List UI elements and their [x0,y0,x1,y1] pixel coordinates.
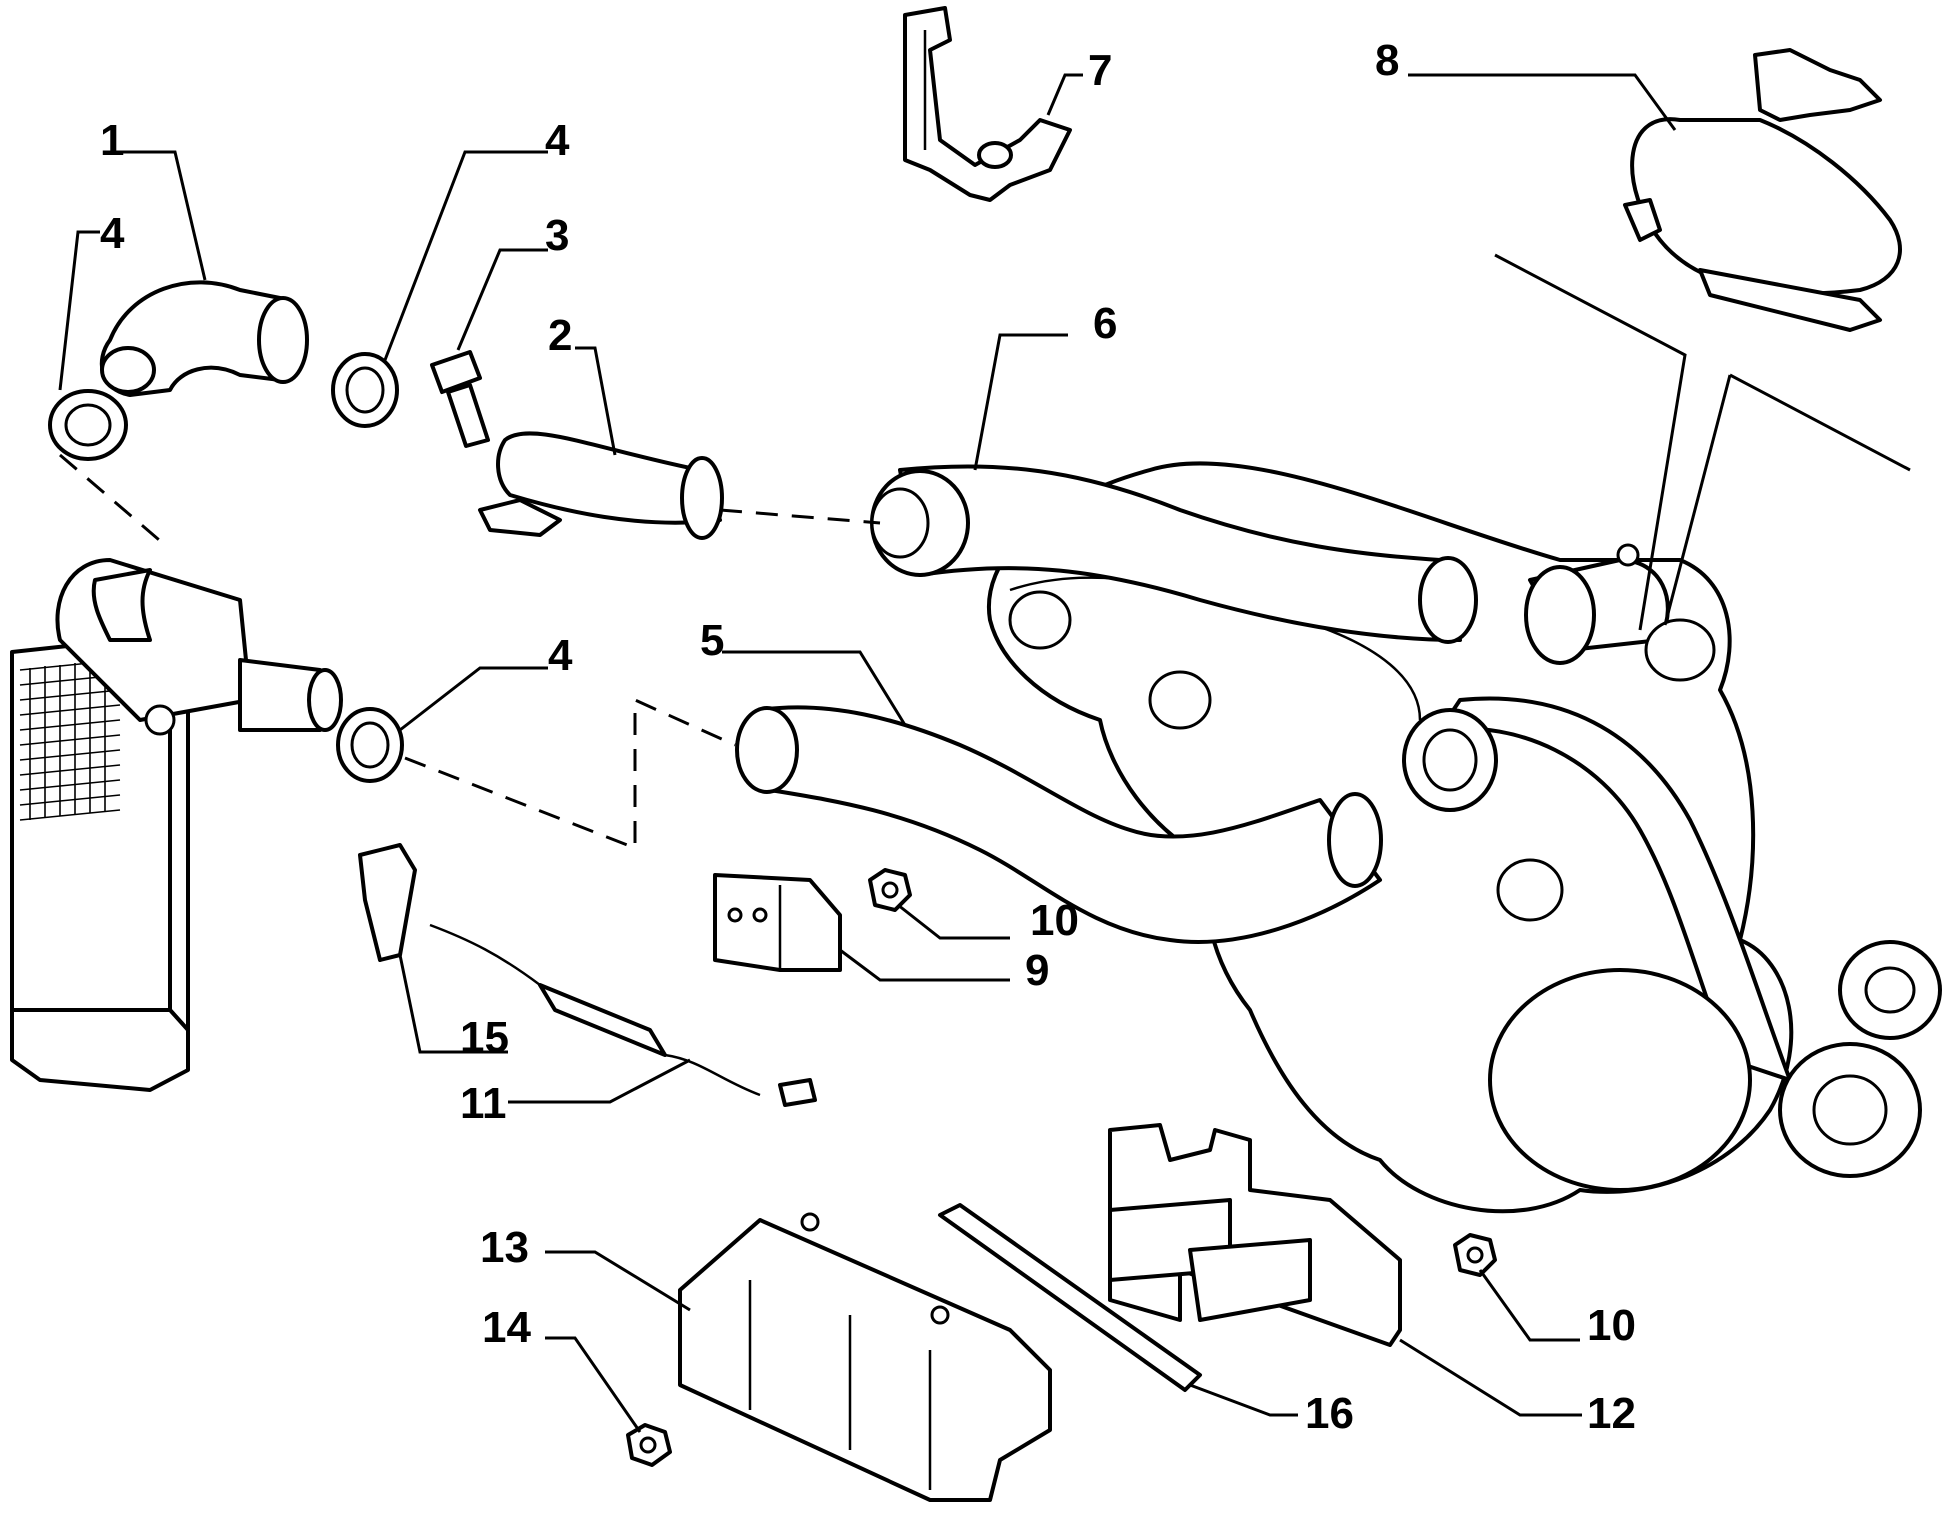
part-13-shield [678,1212,1052,1502]
part-7-bracket [903,6,1072,202]
callout-4-left: 4 [100,209,125,258]
callout-1: 1 [100,116,124,165]
callout-6: 6 [1093,299,1117,348]
part-15-bracket [358,843,417,962]
callout-10-upper: 10 [1030,896,1079,945]
part-12-plate [1108,1123,1402,1347]
part-9-block [713,873,842,972]
callout-4-upper: 4 [545,116,570,165]
part-8-band-clamp [1623,48,1902,332]
callout-11: 11 [460,1079,507,1128]
part-14-nut [626,1423,672,1467]
callout-2: 2 [548,311,572,360]
part-10-nut-lower [1453,1233,1497,1277]
part-4-clamp-upper [331,352,399,428]
part-11-sensor-cable [429,923,817,1107]
part-5-hose [735,705,1383,944]
callout-5: 5 [700,616,724,665]
callout-4-lower: 4 [548,631,573,680]
callout-15: 15 [460,1013,509,1062]
callout-7: 7 [1088,46,1112,95]
part-4-clamp-left [48,389,128,461]
callout-labels: 1 2 3 4 4 4 5 6 7 8 9 10 10 11 12 13 14 … [100,36,1636,1438]
part-10-nut-upper [868,868,912,912]
part-2-pipe [478,431,724,540]
callout-9: 9 [1025,946,1049,995]
callout-12: 12 [1587,1389,1636,1438]
part-4-clamp-lower [336,707,404,783]
part-16-strip [938,1203,1202,1392]
part-1-elbow-hose [99,280,309,397]
callout-13: 13 [480,1223,529,1272]
callout-3: 3 [545,211,569,260]
callout-8: 8 [1375,36,1399,85]
callout-14: 14 [482,1303,531,1352]
leader-lines [58,73,1911,1433]
dashed-assembly-lines [59,453,881,851]
engine-assembly [986,461,1942,1214]
part-3-bolt [430,350,490,448]
callout-10-lower: 10 [1587,1301,1636,1350]
intercooler [10,558,343,1092]
callout-16: 16 [1305,1389,1354,1438]
